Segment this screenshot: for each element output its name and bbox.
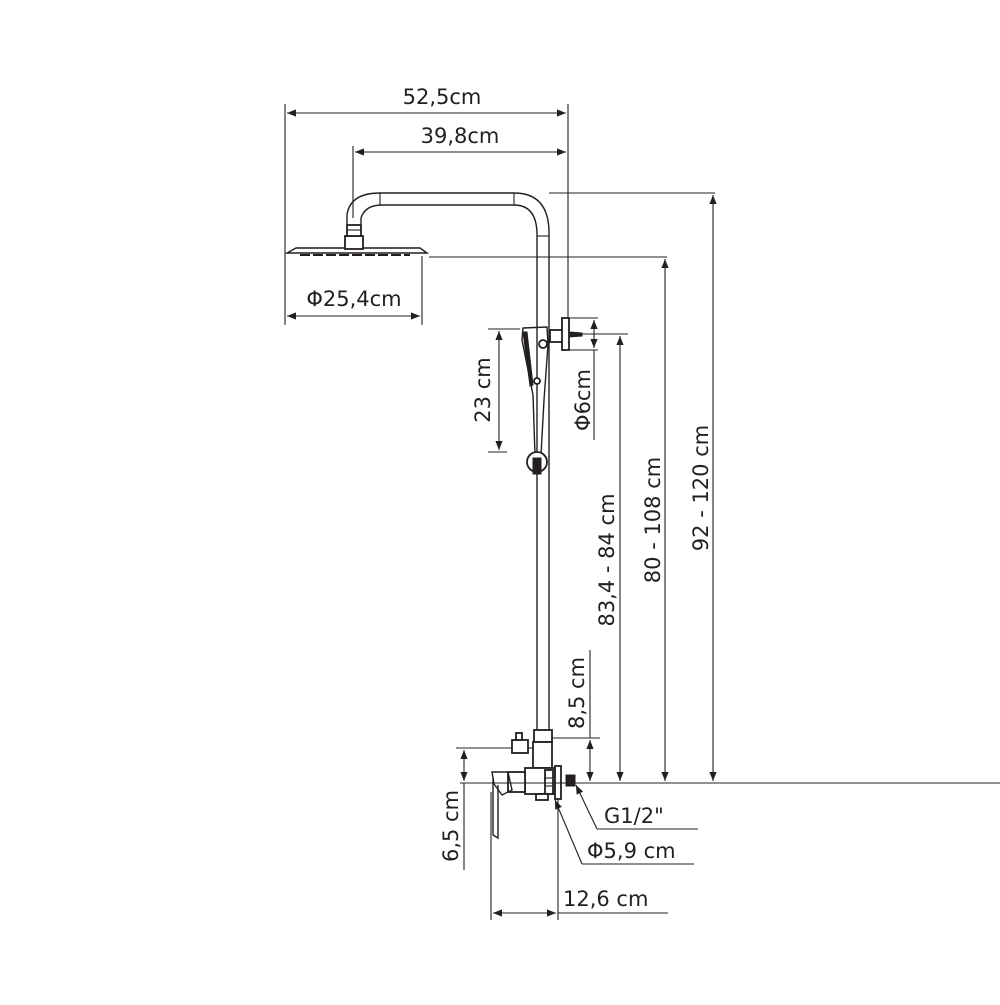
label-mixer-depth: 12,6 cm (563, 887, 648, 911)
dimension-mixer-offset: 6,5 cm (439, 747, 512, 870)
dimension-total-height: 92 - 120 cm (549, 192, 717, 781)
label-arm-length: 39,8cm (421, 124, 500, 148)
dimension-head-outlet-height: 80 - 108 cm (429, 256, 669, 781)
callout-connection-thread: G1/2" (575, 784, 698, 830)
shower-arm (346, 192, 550, 730)
dimension-hand-shower-length: 23 cm (471, 328, 520, 453)
label-holder-diameter: Φ6cm (571, 369, 595, 431)
dimension-holder-diameter: Φ6cm (569, 317, 598, 440)
label-connection-thread: G1/2" (604, 804, 664, 828)
label-total-width: 52,5cm (403, 85, 482, 109)
diverter-and-mixer (491, 729, 576, 840)
label-holder-height: 83,4 - 84 cm (595, 493, 619, 626)
label-total-height: 92 - 120 cm (689, 425, 713, 551)
dimension-head-diameter: Φ25,4cm (287, 256, 423, 325)
callout-escutcheon-diameter: Φ5,9 cm (554, 799, 694, 865)
hand-shower (521, 326, 549, 475)
dimension-arm-length: 39,8cm (352, 124, 566, 218)
label-hand-shower-length: 23 cm (471, 357, 495, 422)
label-diverter-offset: 8,5 cm (565, 657, 589, 729)
dimension-diverter-offset: 8,5 cm (552, 650, 600, 781)
label-head-outlet-height: 80 - 108 cm (641, 457, 665, 583)
rain-shower-head (284, 224, 430, 256)
dimension-holder-height: 83,4 - 84 cm (582, 333, 628, 781)
label-escutcheon-diameter: Φ5,9 cm (587, 839, 676, 863)
dimension-total-width: 52,5cm (284, 85, 569, 325)
dimension-mixer-depth: 12,6 cm (490, 792, 668, 920)
hand-shower-holder (549, 317, 583, 351)
label-head-diameter: Φ25,4cm (306, 287, 401, 311)
label-mixer-offset: 6,5 cm (439, 790, 463, 862)
